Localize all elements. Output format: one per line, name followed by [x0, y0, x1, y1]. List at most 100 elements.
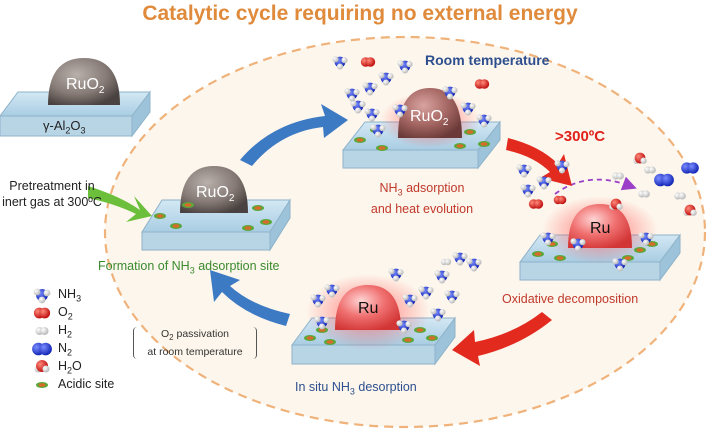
blue-arrow-to-formation: [210, 270, 290, 326]
hydrogen-molecule: [612, 172, 624, 180]
ammonia-molecule: [570, 238, 586, 252]
legend-h2: H2: [58, 323, 73, 340]
nitrogen-molecule: [32, 342, 52, 356]
formation-label: Formation of NH3 adsorption site: [98, 259, 280, 276]
acidic-site: [36, 382, 48, 388]
legend-n2: N2: [58, 341, 73, 358]
acidic-site: [454, 143, 466, 149]
acidic-site: [426, 335, 438, 341]
ammonia-molecule: [460, 102, 476, 116]
ru-label-oxidative: Ru: [590, 220, 611, 237]
oxygen-molecule: [474, 79, 490, 89]
hydrogen-molecule: [638, 190, 650, 198]
ammonia-molecule: [434, 270, 450, 284]
ammonia-molecule: [314, 316, 330, 330]
red-arrow-to-desorption: [452, 312, 552, 366]
oxygen-molecule: [553, 195, 567, 205]
ammonia-molecule: [444, 290, 460, 304]
blue-arrow-to-room-temperature: [240, 104, 348, 166]
acidic-site: [304, 335, 316, 341]
ammonia-molecule: [362, 82, 378, 96]
oxygen-molecule: [528, 199, 544, 209]
oxidative-decomposition-block: [519, 176, 681, 282]
ammonia-molecule: [638, 232, 654, 246]
oxygen-molecule: [360, 57, 376, 67]
acidic-site: [154, 213, 166, 219]
ammonia-molecule: [370, 124, 386, 138]
acidic-site: [478, 141, 490, 147]
desorption-label: In situ NH3 desorption: [295, 380, 417, 397]
legend-icons: [32, 288, 52, 388]
acidic-site: [402, 337, 414, 343]
ammonia-molecule: [397, 60, 413, 74]
ammonia-molecule: [378, 72, 394, 86]
ammonia-molecule: [554, 160, 570, 174]
ammonia-molecule: [392, 104, 408, 118]
acidic-site: [316, 327, 328, 333]
ruo2-on-alumina-block: [0, 58, 151, 138]
acidic-site: [554, 255, 566, 261]
room-temperature-label: Room temperature: [425, 52, 550, 68]
water-molecule: [683, 204, 697, 216]
oxidative-label: Oxidative decomposition: [502, 292, 639, 306]
acidic-site: [242, 225, 254, 231]
ammonia-molecule: [364, 108, 380, 122]
water-molecule: [34, 360, 50, 373]
legend-nh3: NH3: [58, 287, 82, 304]
ammonia-molecule: [442, 86, 458, 100]
acidic-site: [634, 247, 646, 253]
ammonia-molecule: [33, 288, 51, 304]
hydrogen-molecule: [440, 258, 452, 266]
ammonia-molecule: [332, 56, 348, 70]
acidic-site: [376, 145, 388, 151]
water-molecule: [609, 198, 623, 210]
legend-o2: O2: [58, 305, 73, 322]
ammonia-molecule: [536, 176, 552, 190]
acidic-site: [260, 219, 272, 225]
legend-acidic-site: Acidic site: [58, 377, 115, 391]
ammonia-molecule: [452, 252, 468, 266]
oxygen-molecule: [33, 307, 51, 319]
acidic-site: [354, 137, 366, 143]
acidic-site: [324, 339, 336, 345]
acidic-site: [464, 129, 476, 135]
ammonia-molecule: [476, 114, 492, 128]
ammonia-molecule: [430, 308, 446, 322]
ammonia-molecule: [396, 320, 412, 334]
desorption-block: [291, 274, 456, 366]
molecules-layer: [310, 56, 699, 334]
acidic-site: [182, 202, 194, 208]
ammonia-molecule: [344, 88, 360, 102]
hydrogen-molecule: [35, 327, 49, 335]
diagram-title: Catalytic cycle requiring no external en…: [142, 2, 578, 25]
ammonia-molecule: [310, 294, 326, 308]
pretreatment-text: Pretreatment in inert gas at 300ºC: [2, 179, 102, 209]
ammonia-molecule: [402, 294, 418, 308]
acidic-site: [170, 223, 182, 229]
alumina-label: γ-Al2O3: [43, 118, 86, 136]
hydrogen-molecule: [674, 192, 686, 200]
ammonia-molecule: [540, 232, 556, 246]
water-molecule: [633, 152, 647, 164]
ammonia-molecule: [388, 268, 404, 282]
legend-h2o: H2O: [58, 359, 82, 376]
ruo2-label-room-temperature: RuO2: [410, 108, 449, 129]
ammonia-molecule: [466, 258, 482, 272]
nitrogen-molecule: [681, 162, 699, 174]
ammonia-molecule: [520, 184, 536, 198]
acidic-site: [414, 327, 426, 333]
high-temperature-label: >300ºC: [555, 128, 606, 145]
ru-label-desorption: Ru: [358, 300, 379, 317]
acidic-site: [252, 205, 264, 211]
acidic-site: [532, 251, 544, 257]
nitrogen-molecule: [654, 173, 674, 187]
ammonia-molecule: [418, 286, 434, 300]
red-arrow-to-heating: [506, 138, 572, 186]
hydrogen-molecule: [644, 166, 656, 174]
ruo2-label-formation: RuO2: [196, 184, 235, 205]
ammonia-molecule: [350, 100, 366, 114]
adsorption-site-block: [141, 166, 291, 252]
